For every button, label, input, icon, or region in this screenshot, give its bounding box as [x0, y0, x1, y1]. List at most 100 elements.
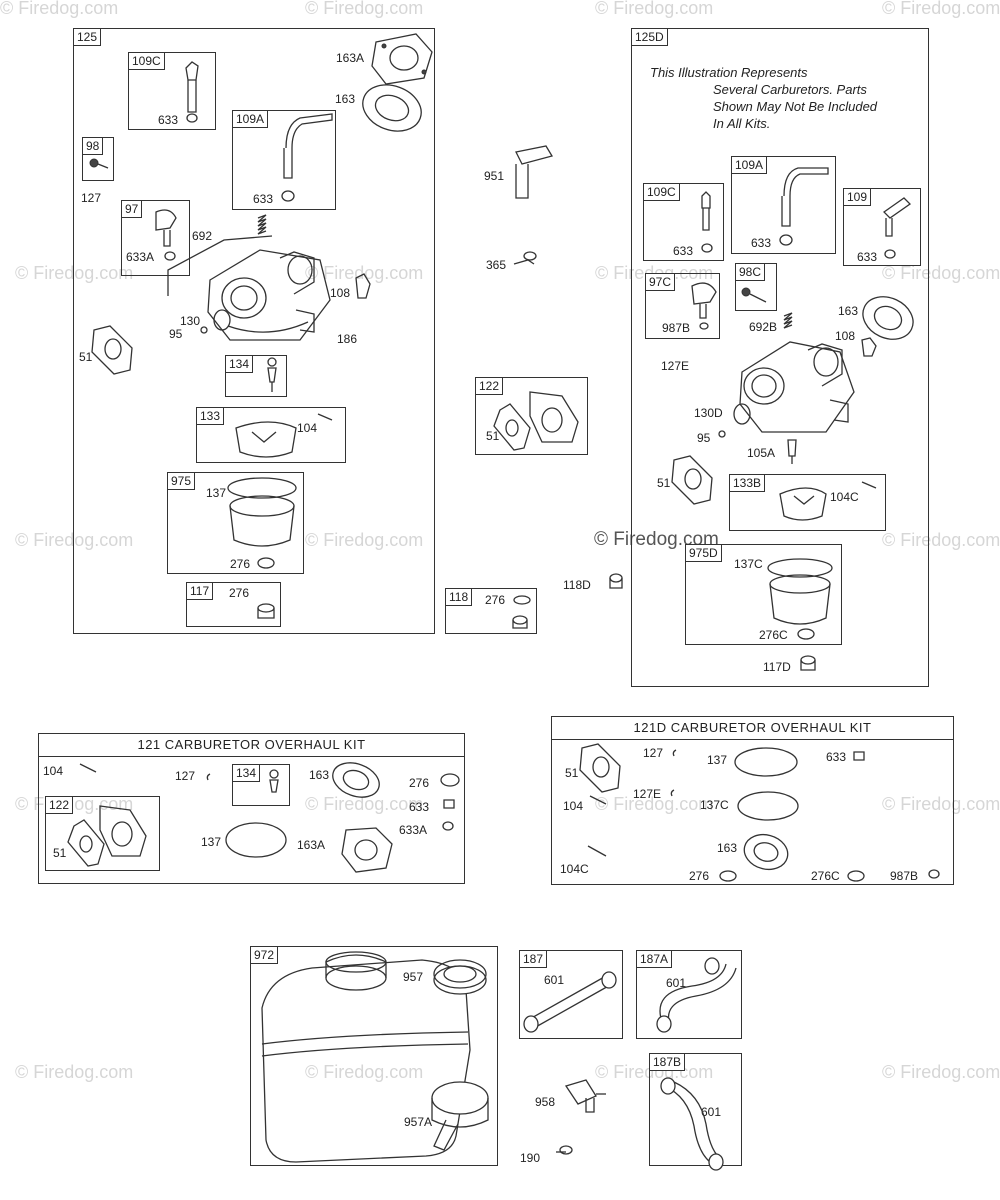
throttle-knob-drawing — [155, 209, 177, 261]
bracket-drawing — [861, 337, 877, 357]
callout-633A: 633A — [126, 250, 155, 264]
callout-163: 163 — [838, 304, 859, 318]
callout-127: 127 — [175, 769, 196, 783]
o-ring-drawing — [737, 791, 799, 821]
watermark: © Firedog.com — [15, 794, 134, 814]
callout-633: 633 — [673, 244, 694, 258]
fuel-bowl-drawing — [767, 558, 833, 640]
sub-box-975 — [167, 472, 304, 574]
panel-125 — [73, 28, 435, 634]
callout-163: 163 — [335, 92, 356, 106]
fuel-bowl-drawing — [227, 477, 297, 569]
valve-drawing — [269, 769, 279, 793]
callout-51: 51 — [79, 350, 93, 364]
callout-951: 951 — [484, 169, 505, 183]
float-drawing — [779, 487, 827, 521]
callout-127: 127 — [81, 191, 102, 205]
callout-108: 108 — [835, 329, 856, 343]
valve-drawing — [267, 357, 277, 392]
o-ring-drawing — [847, 870, 865, 882]
callout-117D: 117D — [763, 660, 791, 674]
bowl-nut-drawing — [512, 595, 531, 629]
sub-box-134 — [232, 764, 290, 806]
callout-104: 104 — [43, 764, 64, 778]
needle-valve-drawing — [185, 61, 199, 123]
panel-125D — [631, 28, 929, 687]
callout-108: 108 — [330, 286, 351, 300]
spring-drawing — [257, 214, 267, 235]
sub-box-109A — [731, 156, 836, 254]
callout-975: 975 — [167, 472, 196, 490]
panel-kit-121D: 121D CARBURETOR OVERHAUL KIT — [551, 716, 954, 885]
callout-133: 133 — [196, 407, 225, 425]
panel-187B-id: 187B — [649, 1053, 686, 1071]
sub-box-109A — [232, 110, 336, 210]
panel-125-id: 125 — [73, 28, 102, 46]
o-ring-drawing — [734, 747, 798, 777]
callout-133B: 133B — [729, 474, 766, 492]
washer-drawing — [928, 869, 940, 879]
callout-104C: 104C — [560, 862, 589, 876]
watermark: © Firedog.com — [882, 263, 1000, 283]
callout-601: 601 — [544, 973, 565, 987]
bracket-drawing — [355, 273, 371, 299]
panel-187A — [636, 950, 742, 1039]
sub-box-117 — [186, 582, 281, 627]
sub-box-133 — [196, 407, 346, 463]
kit-121D-title: 121D CARBURETOR OVERHAUL KIT — [552, 717, 953, 740]
pin-drawing — [861, 481, 877, 489]
callout-276C: 276C — [811, 869, 840, 883]
sub-box-134 — [225, 355, 287, 397]
panel-972-id: 972 — [250, 946, 279, 964]
callout-633: 633 — [409, 800, 430, 814]
gasket-drawing — [91, 325, 133, 375]
callout-122: 122 — [45, 796, 74, 814]
welch-plug-drawing — [672, 749, 677, 757]
callout-692: 692 — [192, 229, 213, 243]
watermark: © Firedog.com — [882, 0, 1000, 18]
callout-137: 137 — [707, 753, 728, 767]
watermark: © Firedog.com — [305, 263, 424, 283]
pin-drawing — [79, 763, 97, 773]
callout-276: 276 — [409, 776, 430, 790]
callout-104C: 104C — [830, 490, 859, 504]
callout-51: 51 — [53, 846, 67, 860]
watermark: © Firedog.com — [305, 794, 424, 814]
screw-drawing — [556, 1145, 573, 1155]
callout-104: 104 — [563, 799, 584, 813]
gasket-ring-drawing — [332, 762, 380, 798]
callout-137C: 137C — [734, 557, 763, 571]
gasket-drawing — [341, 827, 393, 873]
callout-365: 365 — [486, 258, 507, 272]
gasket-drawing — [579, 743, 621, 793]
callout-98C: 98C — [735, 263, 766, 281]
watermark: © Firedog.com — [15, 263, 134, 283]
watermark: © Firedog.com — [595, 794, 714, 814]
callout-186: 186 — [337, 332, 358, 346]
gasket-drawing — [371, 33, 433, 85]
note-line: This Illustration Represents — [650, 65, 808, 80]
washer-drawing — [442, 821, 454, 831]
callout-957A: 957A — [404, 1115, 433, 1129]
watermark: © Firedog.com — [882, 794, 1000, 814]
bowl-nut-drawing — [257, 603, 275, 619]
watermark: © Firedog.com — [882, 1062, 1000, 1082]
callout-97C: 97C — [645, 273, 676, 291]
callout-104: 104 — [297, 421, 318, 435]
callout-127E: 127E — [633, 787, 662, 801]
throttle-plate-drawing — [200, 309, 231, 334]
note-line: Several Carburetors. Parts — [713, 82, 867, 97]
callout-109A: 109A — [232, 110, 269, 128]
watermark: © Firedog.com — [0, 0, 119, 18]
callout-95: 95 — [697, 431, 711, 445]
panel-187 — [519, 950, 623, 1039]
callout-633: 633 — [158, 113, 179, 127]
screw-drawing — [741, 287, 767, 303]
callout-957: 957 — [403, 970, 424, 984]
gasket-ring-drawing — [362, 84, 422, 132]
sub-box-122 — [475, 377, 588, 455]
welch-plug-drawing — [670, 789, 675, 797]
callout-117: 117 — [186, 582, 214, 600]
shutoff-valve-drawing — [564, 1079, 606, 1113]
